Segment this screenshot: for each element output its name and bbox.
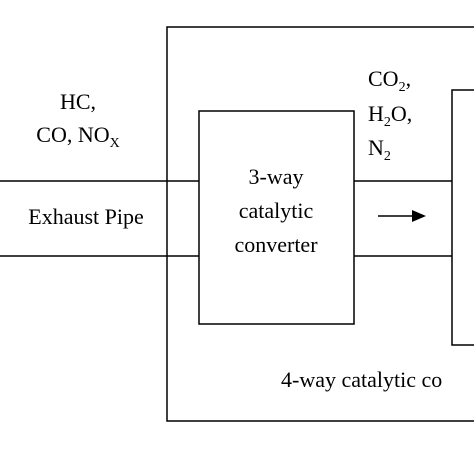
four-way-converter-box	[166, 26, 474, 422]
outlet-gas-h2o: H2O,	[368, 101, 412, 130]
outlet-gas-n2: N2	[368, 135, 391, 164]
three-way-converter-box	[198, 110, 355, 325]
three-way-label-line3: converter	[234, 232, 318, 257]
three-way-label-line2: catalytic	[239, 198, 314, 223]
four-way-converter-label: 4-way catalytic co	[281, 367, 442, 392]
outlet-gas-co2: CO2,	[368, 66, 411, 95]
inlet-gas-co-nox: CO, NOX	[36, 122, 119, 151]
three-way-label-line1: 3-way	[249, 164, 304, 189]
right-inner-component	[451, 89, 474, 346]
inlet-gas-hc: HC,	[60, 89, 96, 114]
flow-arrow-icon	[378, 210, 426, 222]
exhaust-pipe-label: Exhaust Pipe	[28, 204, 144, 229]
